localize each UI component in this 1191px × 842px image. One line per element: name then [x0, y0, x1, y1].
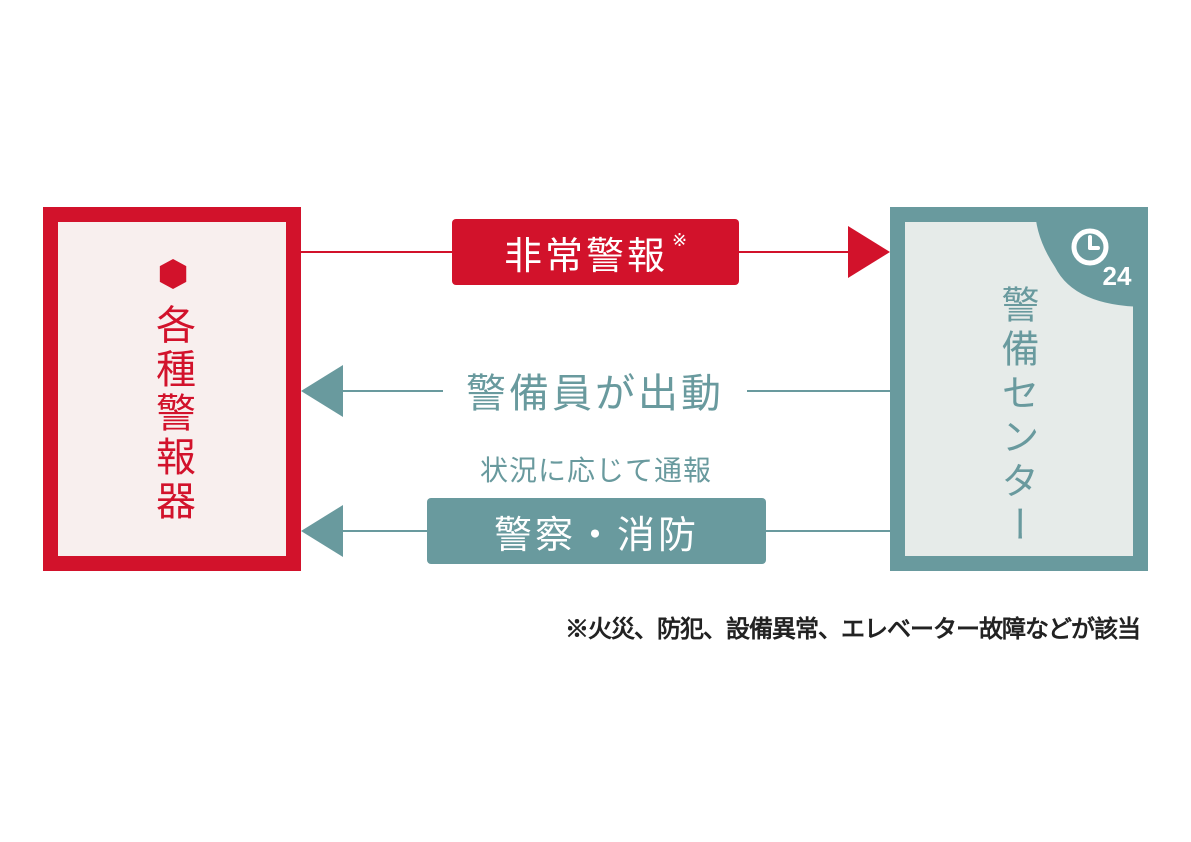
24-hour-badge: 24 — [1035, 207, 1148, 307]
report-condition-label: 状況に応じて通報 — [479, 454, 712, 487]
device-box — [43, 207, 301, 571]
police-arrowhead — [301, 505, 343, 557]
footnote-mark: ※ — [671, 229, 688, 251]
alarm-arrowhead — [848, 226, 890, 278]
clock-icon — [1071, 228, 1109, 266]
hexagon-icon — [159, 259, 187, 289]
emergency-alarm-text: 非常警報 — [503, 233, 668, 278]
device-label: 各種警報器 — [149, 304, 195, 524]
police-fire-label: 警察・消防 — [427, 498, 766, 564]
emergency-alarm-label: 非常警報※ — [452, 219, 739, 285]
security-center-label: 警備センター — [995, 285, 1039, 549]
guard-dispatch-label: 警備員が出動 — [443, 360, 747, 420]
dispatch-arrowhead — [301, 365, 343, 417]
footnote: ※火災、防犯、設備異常、エレベーター故障などが該当 — [565, 613, 1141, 643]
badge-text: 24 — [1103, 261, 1132, 291]
